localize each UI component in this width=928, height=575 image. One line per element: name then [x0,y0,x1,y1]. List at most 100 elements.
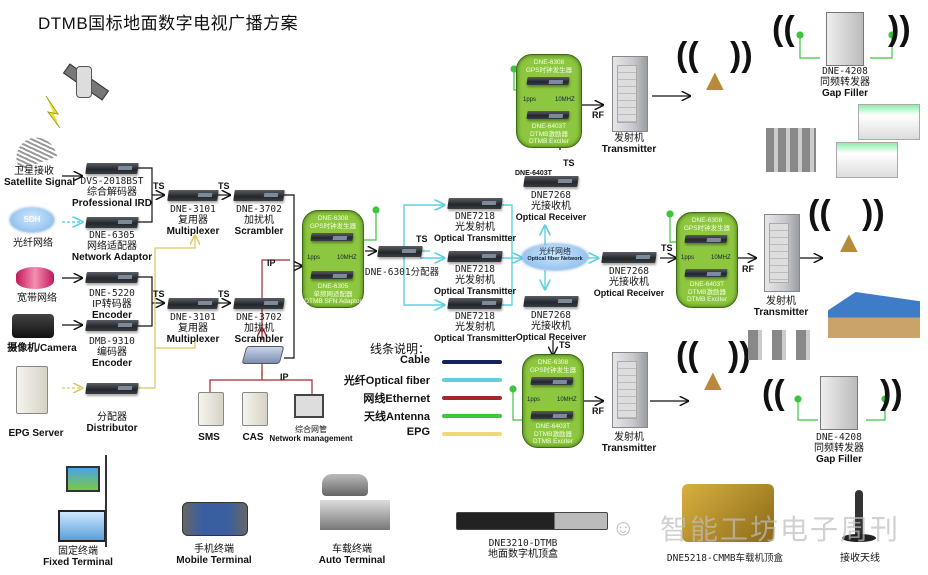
signal-wave-icon: )) [730,36,753,74]
antenna-lines [362,31,896,421]
houses-icon [836,142,898,178]
legend-swatch-cable [442,360,502,364]
splitter-device[interactable] [377,246,423,257]
ts-label: TS [218,289,230,299]
camera-label: 摄像机/Camera [7,343,77,354]
set-top-box-icon [456,512,608,530]
optical-receiver-2[interactable] [601,252,657,263]
multiplexer-1-device[interactable] [167,190,219,201]
page-title: DTMB国标地面数字电视广播方案 [38,14,299,33]
ts-label: TS [218,181,230,191]
optical-transmitter-2[interactable] [447,251,503,262]
ird-device[interactable] [85,163,139,174]
distributor-device[interactable] [85,383,139,394]
tv-icon [58,510,106,542]
antenna-base-icon [842,534,876,542]
network-switch-icon [241,346,285,364]
receiving-antenna-label: 接收天线 [840,553,880,564]
signal-wave-icon: )) [862,194,885,232]
sdh-label: 光纤网络 [13,238,53,249]
optical-transmitter-3[interactable] [447,298,503,309]
broadcast-tower-icon: ▲ [834,226,864,259]
ip-encoder-device[interactable] [85,272,139,283]
satellite-link [45,95,61,129]
signal-wave-icon: )) [880,374,903,412]
transmitter-1-cabinet[interactable] [612,56,648,132]
gap-filler-2-device[interactable] [820,376,858,430]
broadcast-tower-icon: ▲ [698,364,728,397]
ip-label: IP [267,258,276,268]
watermark-text: 智能工坊电子周刊 [660,514,901,545]
ip-label: IP [280,372,289,382]
cas-server-icon [242,392,268,426]
signal-wave-icon: (( [762,374,785,412]
transmitter-3-cabinet[interactable] [612,352,648,428]
rf-label: RF [742,264,754,274]
sdh-cloud-icon: SDH [10,208,54,232]
legend-swatch-fiber [442,378,502,382]
scrambler-1-device[interactable] [233,190,285,201]
multiplexer-2-device[interactable] [167,298,219,309]
ts-label: TS [661,243,673,253]
dmb-encoder-device[interactable] [85,320,139,331]
signal-wave-icon: (( [676,336,699,374]
signal-wave-icon: )) [888,10,911,48]
broadband-label: 宽带网络 [17,293,57,304]
legend-title: 线条说明： [370,342,431,356]
epg-lines [62,236,195,388]
rf-label: RF [592,406,604,416]
mobile-phone-icon [182,502,248,536]
splitter-label: DNE-6301分配器 [364,267,440,278]
legend-label-ethernet: 网线Ethernet [363,393,430,405]
antenna-rod-icon [105,455,107,547]
ts-label: TS [153,289,165,299]
fiber-network-cloud: 光纤网络 Optical fiber Network [522,244,588,270]
cas-label: CAS [242,432,264,443]
optical-receiver-1[interactable] [523,176,579,187]
ts-label: TS [559,340,571,350]
signal-wave-icon: (( [808,194,831,232]
scrambler-2-device[interactable] [233,298,285,309]
nms-computer-icon [294,394,324,418]
transmitter-2-cabinet[interactable] [764,214,800,292]
houses-icon [858,104,920,140]
ts-label: TS [563,158,575,168]
network-adaptor-device[interactable] [85,217,139,228]
office-buildings-icon [748,330,820,360]
office-buildings-icon [766,128,816,172]
signal-wave-icon: (( [676,36,699,74]
ts-label: TS [416,234,428,244]
legend-label-fiber: 光纤Optical fiber [343,375,430,387]
gap-filler-1-device[interactable] [826,12,864,66]
rf-label: RF [592,110,604,120]
optical-transmitter-1[interactable] [447,198,503,209]
receiving-antenna-icon [855,490,863,536]
optical-receiver-3[interactable] [523,296,579,307]
legend-label-cable: Cable [400,354,430,366]
